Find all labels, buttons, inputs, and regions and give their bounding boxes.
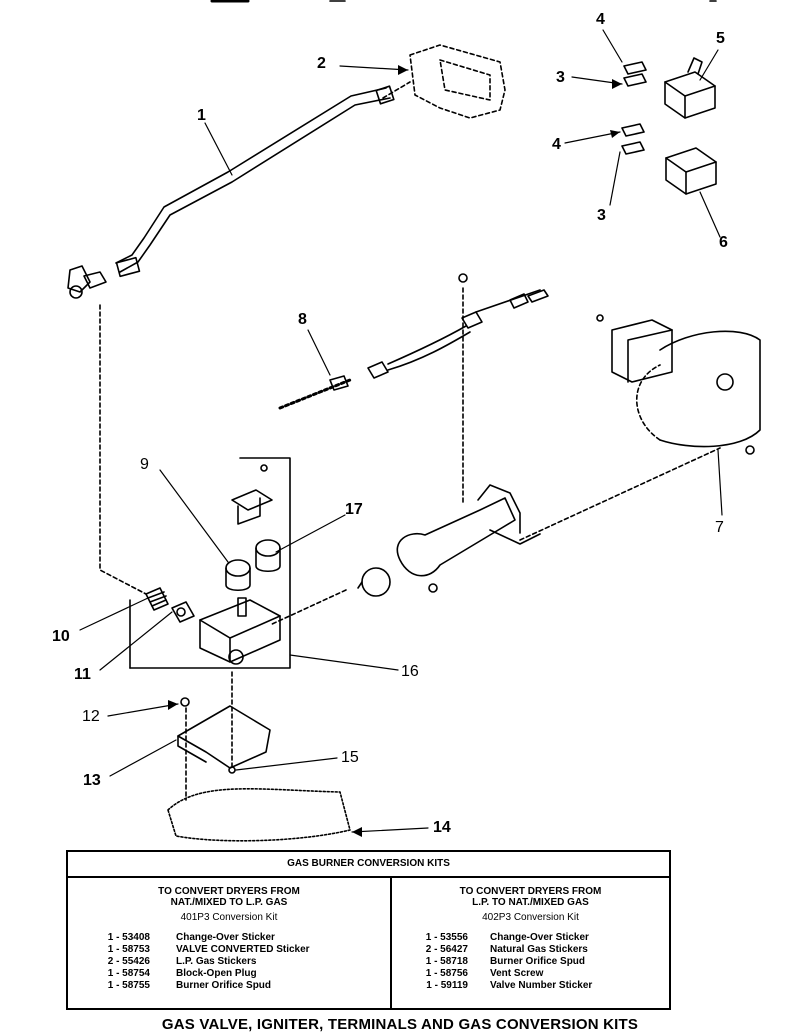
base-shield	[167, 787, 351, 842]
callout-1: 1	[197, 107, 206, 124]
kit-parts-list: 1 - 53408 Change-Over Sticker 1 - 58753 VA…	[68, 932, 390, 992]
conversion-kits-table: GAS BURNER CONVERSION KITS TO CONVERT DR…	[66, 850, 671, 1010]
callout-13: 13	[83, 772, 101, 789]
callout-15: 15	[341, 749, 359, 766]
part-qty-number: 1 - 58755	[107, 980, 150, 991]
callout-3b: 3	[597, 207, 606, 224]
callout-2: 2	[317, 55, 326, 72]
part-qty-number: 1 - 58754	[107, 968, 150, 979]
gas-valve-body	[199, 597, 281, 665]
kit-heading-line: NAT./MIXED TO L.P. GAS	[170, 897, 288, 908]
kit-part-row: 1 - 58756 Vent Screw	[392, 968, 669, 980]
callout-16: 16	[401, 663, 419, 680]
part-qty-number: 1 - 58718	[425, 956, 468, 967]
orifice-parts	[145, 587, 195, 623]
wire-harness	[278, 289, 549, 410]
part-description: Natural Gas Stickers	[490, 944, 588, 955]
callout-4b: 4	[552, 136, 561, 153]
part-description: Burner Orifice Spud	[176, 980, 272, 991]
callout-6: 6	[719, 234, 728, 251]
callout-8: 8	[298, 311, 307, 328]
burner-housing	[596, 314, 761, 455]
kit-part-row: 1 - 59119 Valve Number Sticker	[392, 980, 669, 992]
callout-4a: 4	[596, 11, 605, 28]
gas-supply-tube	[67, 85, 395, 299]
callout-14: 14	[433, 819, 451, 836]
part-qty-number: 1 - 58753	[107, 944, 150, 955]
connector-housing-5	[664, 57, 716, 119]
kit-part-row: 1 - 58718 Burner Orifice Spud	[392, 956, 669, 968]
callout-17: 17	[345, 501, 363, 518]
part-qty-number: 2 - 55426	[107, 956, 150, 967]
part-qty-number: 1 - 53556	[425, 932, 468, 943]
kit-part-row: 1 - 58753 VALVE CONVERTED Sticker	[68, 944, 390, 956]
kit-part-row: 2 - 55426 L.P. Gas Stickers	[68, 956, 390, 968]
burner-tube	[357, 484, 541, 597]
kit-natural-gas-conversion: TO CONVERT DRYERS FROM L.P. TO NAT./MIXE…	[392, 878, 669, 1008]
part-description: Valve Number Sticker	[490, 980, 593, 991]
callout-7: 7	[715, 519, 724, 536]
terminals	[621, 61, 647, 155]
kit-heading: TO CONVERT DRYERS FROM L.P. TO NAT./MIXE…	[392, 886, 669, 908]
kit-part-row: 2 - 56427 Natural Gas Stickers	[392, 944, 669, 956]
kit-part-row: 1 - 53408 Change-Over Sticker	[68, 932, 390, 944]
callout-12: 12	[82, 708, 100, 725]
callout-9: 9	[140, 456, 149, 473]
part-qty-number: 1 - 59119	[426, 980, 468, 991]
callout-3a: 3	[556, 69, 565, 86]
part-description: Change-Over Sticker	[490, 932, 589, 943]
kits-table-title: GAS BURNER CONVERSION KITS	[68, 852, 669, 878]
leader-lines	[79, 29, 723, 833]
kit-heading-line: L.P. TO NAT./MIXED GAS	[472, 897, 589, 908]
kit-parts-list: 1 - 53556 Change-Over Sticker 2 - 56427 Na…	[392, 932, 669, 992]
part-description: VALVE CONVERTED Sticker	[176, 944, 310, 955]
kit-part-row: 1 - 58755 Burner Orifice Spud	[68, 980, 390, 992]
kit-heading-line: TO CONVERT DRYERS FROM	[158, 886, 300, 897]
part-description: Change-Over Sticker	[176, 932, 275, 943]
valve-coils	[225, 464, 281, 592]
kit-heading: TO CONVERT DRYERS FROM NAT./MIXED TO L.P…	[68, 886, 390, 908]
part-description: L.P. Gas Stickers	[176, 956, 257, 967]
callout-11: 11	[74, 666, 91, 683]
kit-part-row: 1 - 53556 Change-Over Sticker	[392, 932, 669, 944]
kit-part-row: 1 - 58754 Block-Open Plug	[68, 968, 390, 980]
part-description: Block-Open Plug	[176, 968, 257, 979]
part-description: Burner Orifice Spud	[490, 956, 586, 967]
mounting-plate	[177, 697, 271, 774]
bracket	[409, 44, 506, 119]
kit-heading-line: TO CONVERT DRYERS FROM	[459, 886, 602, 897]
page-caption: GAS VALVE, IGNITER, TERMINALS AND GAS CO…	[161, 1016, 639, 1033]
kit-name: 401P3 Conversion Kit	[180, 912, 278, 923]
kit-lp-conversion: TO CONVERT DRYERS FROM NAT./MIXED TO L.P…	[68, 878, 392, 1008]
connector-housing-6	[665, 147, 717, 195]
parts-diagram	[67, 0, 761, 842]
part-qty-number: 1 - 53408	[107, 932, 150, 943]
callout-10: 10	[52, 628, 70, 645]
part-qty-number: 1 - 58756	[425, 968, 468, 979]
callout-5: 5	[716, 30, 725, 47]
kit-name: 402P3 Conversion Kit	[482, 912, 579, 923]
part-qty-number: 2 - 56427	[425, 944, 468, 955]
part-description: Vent Screw	[490, 968, 544, 979]
